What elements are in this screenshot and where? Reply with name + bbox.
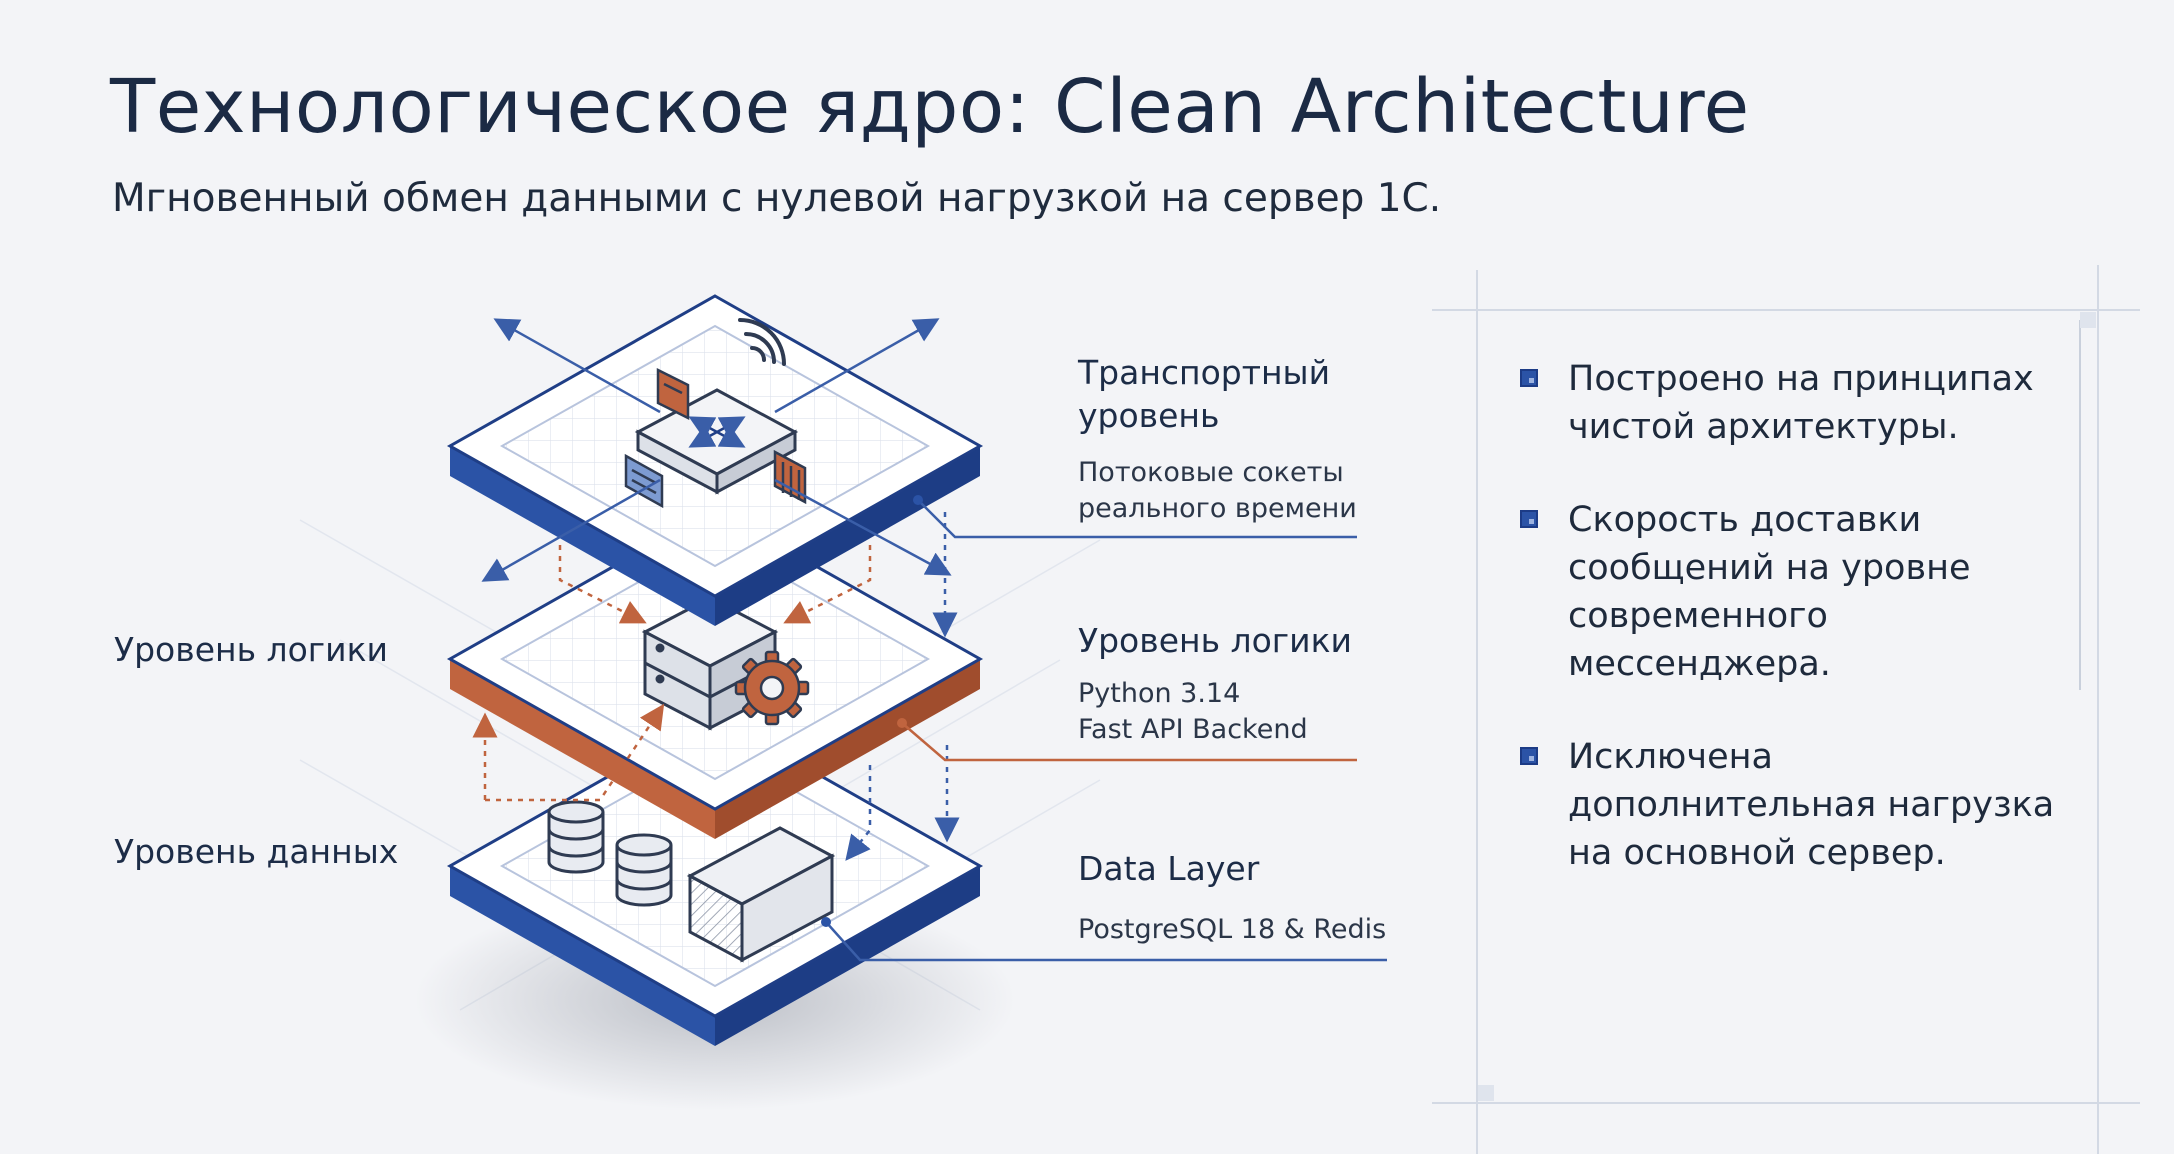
page-title: Технологическое ядро: Clean Architecture: [110, 64, 1750, 150]
message-card-icon: [773, 449, 807, 505]
message-card-icon: [656, 367, 690, 421]
list-item: Построено на принципах чистой архитектур…: [1520, 355, 2080, 452]
list-item: Исключена дополнительная нагрузка на осн…: [1520, 733, 2080, 878]
bullet-square-icon: [1520, 509, 1538, 528]
transport-layer-title: Транспортный уровень: [1078, 352, 1330, 438]
transport-title-line2: уровень: [1078, 395, 1220, 435]
panel-frame: [1432, 265, 2140, 1154]
router-icon: [634, 388, 799, 495]
network-arrows: [481, 318, 952, 582]
storage-block-icon: [686, 826, 836, 963]
database-icon: [547, 800, 605, 874]
data-layer-left-label: Уровень данных: [114, 832, 399, 871]
list-item: Скорость доставки сообщений на уровне со…: [1520, 496, 2080, 689]
database-icon: [615, 833, 673, 907]
transport-title-line1: Транспортный: [1078, 353, 1331, 392]
logic-desc-line2: Fast API Backend: [1078, 714, 1308, 746]
gear-icon: [734, 650, 810, 726]
server-icon: [641, 596, 779, 731]
transport-desc-line2: реального времени: [1078, 493, 1357, 525]
logic-desc-line1: Python 3.14: [1078, 678, 1241, 709]
transport-desc-line1: Потоковые сокеты: [1078, 457, 1344, 488]
page-subtitle: Мгновенный обмен данными с нулевой нагру…: [112, 176, 1442, 221]
bullet-text: Исключена дополнительная нагрузка на осн…: [1568, 736, 2055, 874]
logic-layer-desc: Python 3.14 Fast API Backend: [1078, 676, 1308, 749]
data-layer-title: Data Layer: [1078, 849, 1260, 888]
bullet-text: Скорость доставки сообщений на уровне со…: [1568, 499, 1971, 685]
transport-layer-desc: Потоковые сокеты реального времени: [1078, 455, 1357, 528]
bullet-text: Построено на принципах чистой архитектур…: [1568, 359, 2034, 448]
logic-layer-title: Уровень логики: [1078, 621, 1352, 660]
benefits-list: Построено на принципах чистой архитектур…: [1520, 355, 2080, 922]
bullet-square-icon: [1520, 746, 1538, 765]
wifi-icon: [738, 318, 786, 366]
bullet-square-icon: [1520, 369, 1538, 387]
data-layer-desc: PostgreSQL 18 & Redis: [1078, 914, 1387, 945]
logic-layer-left-label: Уровень логики: [114, 630, 388, 669]
message-card-icon: [624, 453, 664, 509]
leader-lines: [821, 495, 1387, 962]
